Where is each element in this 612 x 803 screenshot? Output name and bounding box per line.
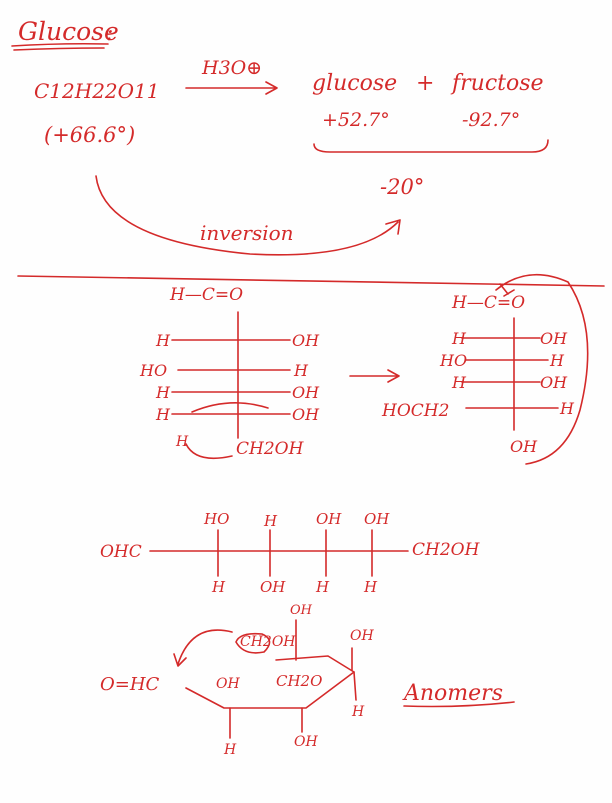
fischer-right-row2-left: HO bbox=[439, 351, 467, 370]
fischer-left-bottom-left: H bbox=[175, 434, 189, 450]
fischer-left-row2-left: HO bbox=[139, 361, 167, 380]
section-divider bbox=[17, 275, 605, 287]
catalyst-label: H3O⊕ bbox=[201, 57, 262, 79]
ring-inner-oh: OH bbox=[216, 676, 240, 692]
fischer-left-bottom-hook bbox=[185, 443, 233, 460]
fischer-left-row4-right: OH bbox=[292, 405, 320, 424]
chain-bottom-1: H bbox=[211, 578, 226, 596]
chain-left-end: OHC bbox=[100, 542, 142, 562]
fischer-right-bottom: OH bbox=[510, 437, 538, 456]
chain-top-1: HO bbox=[203, 510, 229, 528]
fischer-transform-arrow bbox=[349, 369, 400, 383]
ring-oxygen-label: CH2O bbox=[276, 672, 322, 690]
ring-right-oh: OH bbox=[350, 628, 374, 644]
ring-right-h-bond bbox=[353, 671, 357, 701]
fischer-left-row4-left: H bbox=[155, 405, 171, 424]
chain-top-4: OH bbox=[364, 510, 390, 528]
heading-colon: : bbox=[106, 21, 113, 46]
chain-bottom-4: H bbox=[363, 578, 378, 596]
fischer-right-row1-left: H bbox=[451, 329, 467, 348]
chain-bottom-2: OH bbox=[260, 578, 286, 596]
reactant-rotation: (+66.6°) bbox=[44, 123, 135, 147]
fischer-right-row1-right: OH bbox=[540, 329, 568, 348]
ring-curl-arrow bbox=[173, 629, 233, 667]
glucose-rotation: +52.7° bbox=[322, 109, 390, 131]
product-glucose: glucose bbox=[312, 71, 397, 96]
fischer-left-row3-right: OH bbox=[292, 383, 320, 402]
fischer-right-row2-right: H bbox=[549, 351, 565, 370]
fischer-left-row3-left: H bbox=[155, 383, 171, 402]
anomers-label: Anomers bbox=[402, 681, 503, 706]
net-rotation: -20° bbox=[380, 175, 424, 199]
product-fructose: fructose bbox=[450, 71, 544, 96]
ring-bottom-h: H bbox=[223, 742, 237, 758]
ring-outline bbox=[185, 655, 355, 709]
anomers-underline bbox=[403, 701, 515, 708]
chain-top-2: H bbox=[263, 512, 278, 530]
fischer-right-row3-right: OH bbox=[540, 373, 568, 392]
fructose-rotation: -92.7° bbox=[462, 109, 520, 131]
reactant-formula: C12H22O11 bbox=[34, 79, 160, 103]
reaction-arrow bbox=[185, 81, 278, 95]
heading-underline-2 bbox=[13, 47, 105, 51]
inversion-label: inversion bbox=[200, 221, 294, 245]
fischer-right-enclosing-loop bbox=[495, 273, 589, 465]
fischer-right-ring-left: HOCH2 bbox=[381, 401, 449, 421]
plus-sign: + bbox=[416, 71, 434, 96]
inversion-curved-arrow bbox=[95, 175, 401, 256]
fischer-left-row2-right: H bbox=[293, 361, 309, 380]
fischer-right-ring-right: H bbox=[559, 399, 575, 418]
fischer-left-bottom: CH2OH bbox=[236, 439, 305, 459]
ring-top-oh: OH bbox=[290, 603, 313, 618]
products-brace bbox=[313, 139, 549, 153]
fischer-left-top: H—C=O bbox=[169, 285, 243, 305]
fischer-right-top: H—C=O bbox=[451, 293, 525, 313]
ring-left-group: O=HC bbox=[100, 674, 160, 695]
fischer-left-ring-arc bbox=[191, 402, 269, 413]
ring-top-group: CH2OH bbox=[240, 634, 296, 650]
fischer-left-row1-left: H bbox=[155, 331, 171, 350]
heading-title: Glucose bbox=[18, 17, 119, 46]
ring-bottom-oh: OH bbox=[294, 734, 318, 750]
ring-top-group-circle bbox=[235, 632, 271, 654]
chain-top-3: OH bbox=[316, 510, 342, 528]
fischer-right-row3-left: H bbox=[451, 373, 467, 392]
chain-right-end: CH2OH bbox=[412, 540, 481, 560]
heading-underline-1 bbox=[11, 42, 109, 47]
chain-bottom-3: H bbox=[315, 578, 330, 596]
ring-right-h: H bbox=[351, 704, 365, 720]
fischer-left-row1-right: OH bbox=[292, 331, 320, 350]
